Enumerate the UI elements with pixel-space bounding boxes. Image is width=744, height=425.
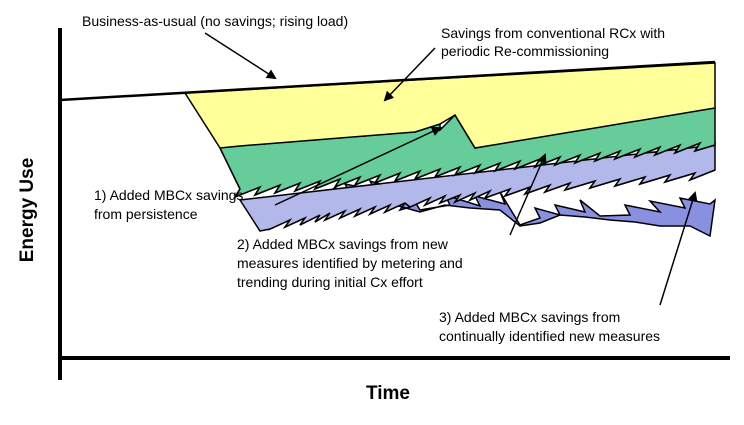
bau-label: Business-as-usual (no savings; rising lo… bbox=[82, 13, 349, 29]
business-as-usual-line bbox=[59, 60, 716, 102]
new-measures-label-line2: measures identified by metering and bbox=[237, 255, 463, 271]
new-measures-label-line3: trending during initial Cx effort bbox=[237, 274, 423, 290]
y-axis-title: Energy Use bbox=[17, 157, 38, 263]
rcx-savings-band bbox=[183, 62, 716, 149]
x-axis-title: Time bbox=[366, 383, 411, 404]
persistence-arrow bbox=[274, 126, 442, 206]
continual-label-line2: continually identified new measures bbox=[439, 328, 661, 344]
bau-arrow bbox=[204, 32, 277, 80]
new-measures-label-line1: 2) Added MBCx savings from new bbox=[237, 236, 448, 252]
persistence-label-line2: from persistence bbox=[94, 206, 198, 222]
rcx-label-line1: Savings from conventional RCx with bbox=[441, 25, 666, 41]
rcx-arrow bbox=[383, 47, 436, 102]
rcx-label-line2: periodic Re-commissioning bbox=[441, 43, 610, 59]
persistence-label-line1: 1) Added MBCx savings bbox=[94, 187, 244, 203]
continual-label-line1: 3) Added MBCx savings from bbox=[439, 309, 621, 325]
new-measures-arrow bbox=[509, 153, 547, 236]
continual-arrow bbox=[659, 191, 698, 306]
